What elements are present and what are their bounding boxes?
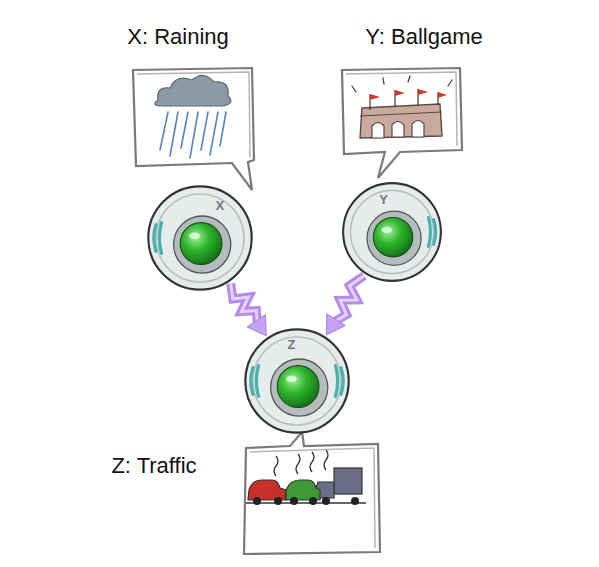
node-circle xyxy=(340,180,444,284)
node-heading: Y: Ballgame xyxy=(314,24,534,50)
lightning-arrow xyxy=(326,276,364,335)
sensor-node: Z: TrafficZ xyxy=(242,326,352,436)
node-letter: Z xyxy=(282,337,302,352)
node-letter: X xyxy=(210,198,230,213)
sensor-node: X: RainingX xyxy=(145,183,255,293)
node-letter: Y xyxy=(374,192,394,207)
node-circle xyxy=(145,183,255,293)
ballgame-bubble xyxy=(342,68,462,178)
node-heading: Z: Traffic xyxy=(44,453,264,479)
traffic-bubble xyxy=(244,432,380,554)
rain-bubble xyxy=(133,68,254,190)
node-circle xyxy=(242,326,352,436)
sensor-node: Y: BallgameY xyxy=(340,180,444,284)
lightning-arrow xyxy=(231,283,267,335)
node-heading: X: Raining xyxy=(68,24,288,50)
